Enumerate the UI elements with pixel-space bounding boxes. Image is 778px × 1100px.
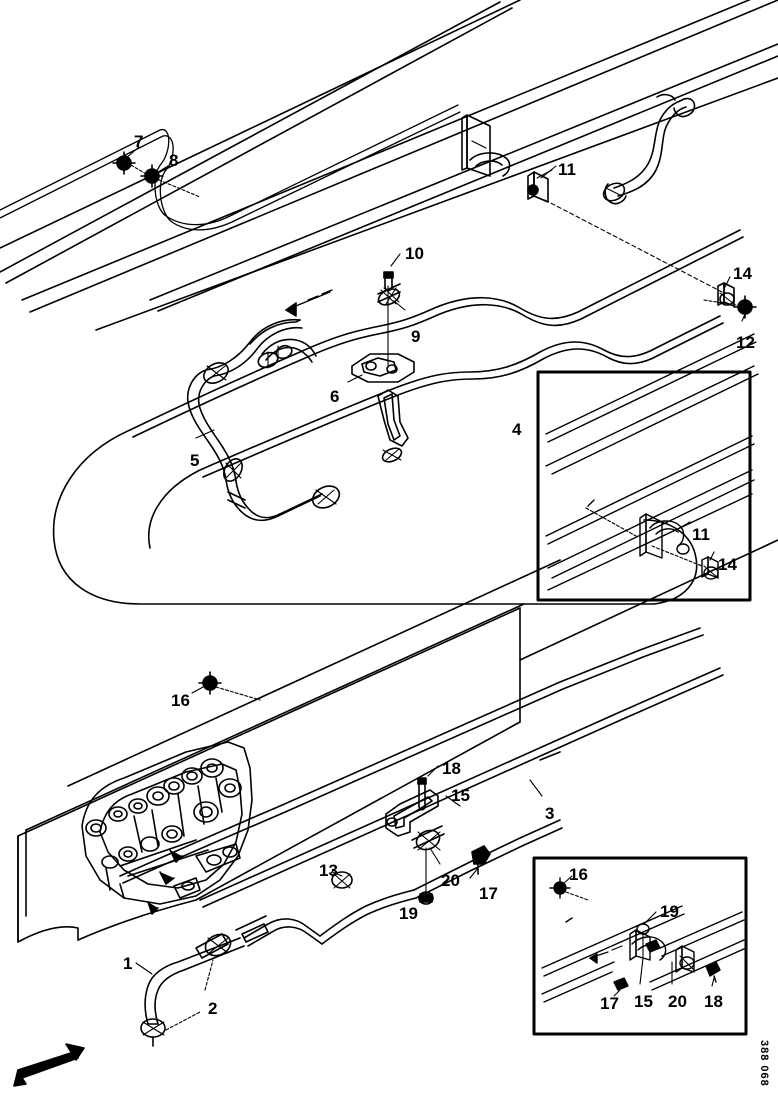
leader-11-to-14 [544,199,723,293]
callout-14: 14 [733,264,752,283]
inset-top-callout-11: 11 [692,525,710,544]
inset-bottom-callout-19: 19 [660,902,679,921]
callout-13: 13 [319,861,338,880]
hose-item-5 [186,318,341,522]
inset-top-box [536,370,752,602]
inset-bottom-callout-20: 20 [668,992,687,1011]
inset-bottom-callout-18: 18 [704,992,723,1011]
inset-bottom-callout-16: 16 [569,865,588,884]
callout-1: 1 [123,954,133,973]
clamp-item-4-mid [381,447,403,463]
drawing-number: 388 068 [758,1040,770,1087]
tube-lower-mid [241,819,563,947]
callout-15: 15 [451,786,470,805]
callout-17: 17 [479,884,498,903]
tube-item-4 [129,229,744,438]
leader-lines-lower [331,779,543,877]
callout-11: 11 [558,160,576,179]
hose-item-5-branch [249,319,317,369]
callout-12: 12 [736,333,755,352]
bracket-bolt-bosses [85,758,242,869]
direction-arrow [13,1043,85,1087]
leader-11 [540,165,557,179]
inset-bottom-callout-15: 15 [634,992,653,1011]
inset-top-callout-14: 14 [718,555,737,574]
strip-bracket-upper [377,389,409,447]
callout-19: 19 [399,904,418,923]
upper-frame-rail-lines [0,0,778,331]
callout-9: 9 [411,327,421,346]
section-arrow-upper [285,289,333,317]
callout-7: 7 [134,132,144,151]
inset-bottom-callout-17: 17 [600,994,619,1013]
tube-item-4-lower [199,315,724,478]
callout-10: 10 [405,244,424,263]
callout-20: 20 [441,871,460,890]
hose-item-1 [135,915,267,1047]
callout-16: 16 [171,691,190,710]
callout-6: 6 [330,387,340,406]
clamp-assembly-lower [385,765,491,905]
callout-8: 8 [169,151,179,170]
clamp-item-9 [377,283,406,311]
tube-item-3 [119,627,724,908]
callout-5: 5 [190,451,200,470]
callout-18: 18 [442,759,461,778]
callout-4: 4 [512,420,522,439]
fastener-7-8 [112,146,201,198]
callout-2: 2 [208,999,218,1018]
bracket-item-6 [347,353,415,383]
cast-bracket-lower [81,741,253,915]
inset-top-content [545,333,759,591]
inset-bottom-content [541,875,747,1003]
inset-bottom-box [532,856,748,1036]
hose-upper-right [602,93,696,205]
upper-fuel-line-pair [0,104,461,231]
fastener-16 [191,671,261,701]
bolt-item-10 [383,253,401,366]
fastener-12-14 [703,276,757,322]
view-connector-curve [52,429,698,605]
callout-3: 3 [545,804,555,823]
